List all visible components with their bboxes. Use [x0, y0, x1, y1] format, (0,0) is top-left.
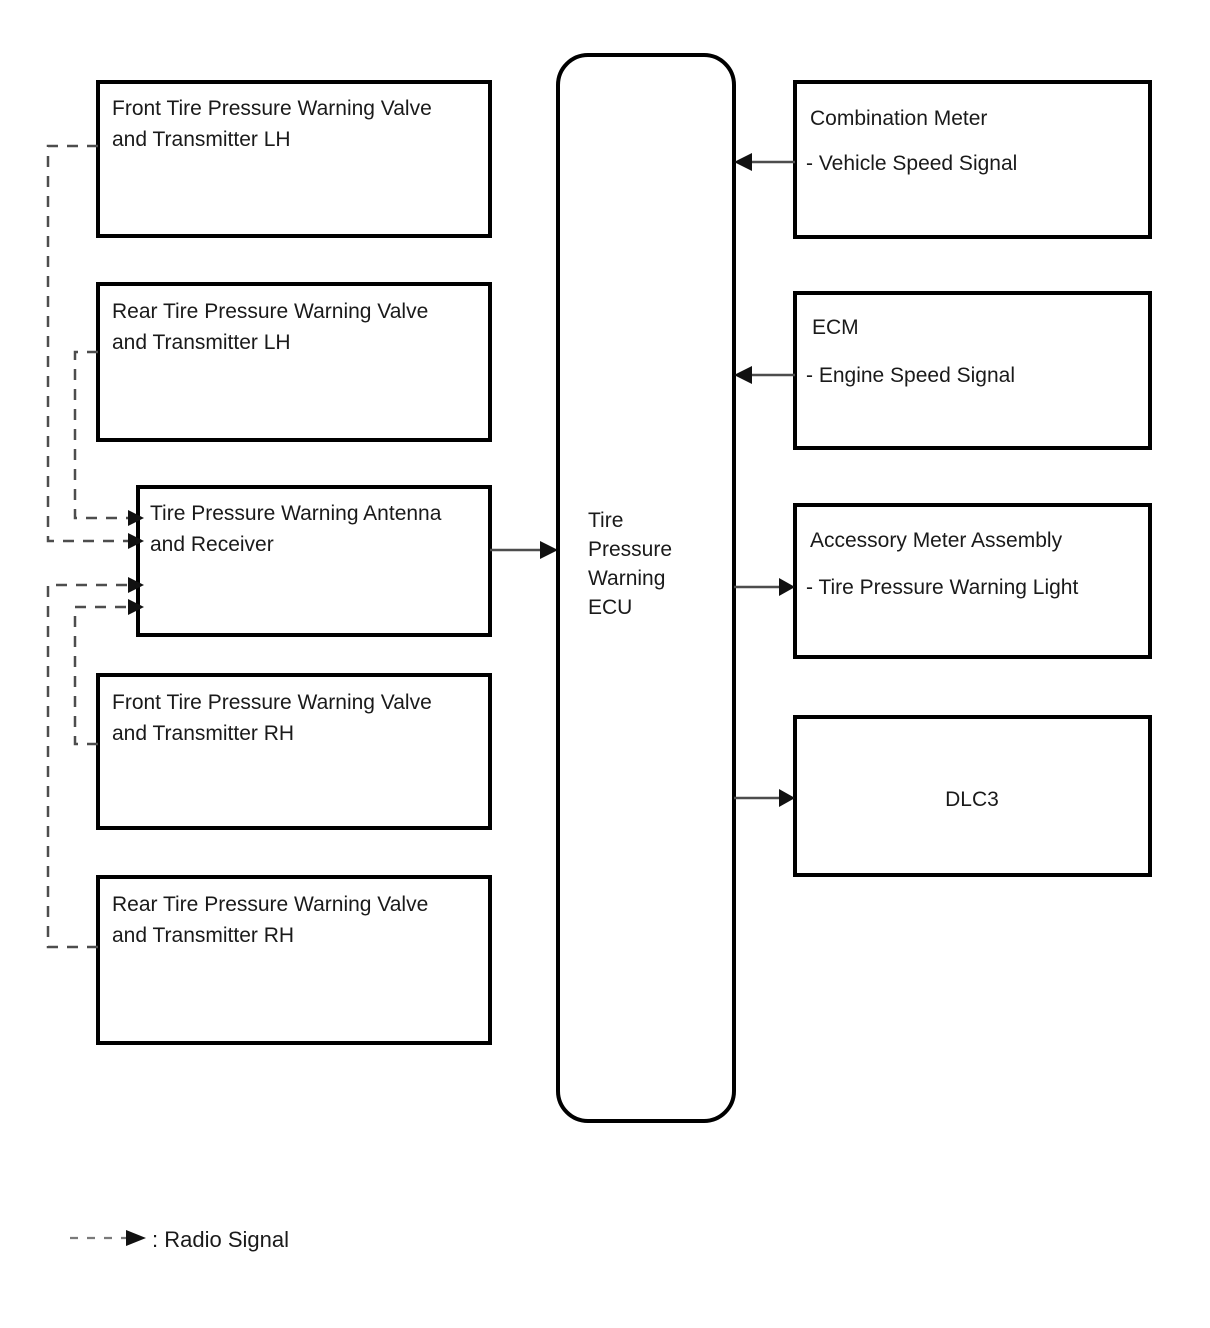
box-label-line1: DLC3	[945, 788, 999, 811]
box-outline	[96, 875, 492, 1045]
box-label-line2: and Transmitter LH	[112, 128, 291, 151]
radio-signal-path-rear-lh	[73, 350, 128, 520]
box-combination-meter[interactable]: Combination Meter - Vehicle Speed Signal	[793, 80, 1152, 239]
ecu-right-connectors	[734, 153, 795, 807]
antenna-to-ecu-connector	[490, 541, 558, 559]
box-label-line2: and Transmitter RH	[112, 924, 294, 947]
box-outline	[96, 80, 492, 238]
arrow-head-ecu-to-accessory-meter	[779, 578, 795, 596]
right-column: Combination Meter - Vehicle Speed Signal…	[793, 80, 1152, 877]
ecu-label-line4: ECU	[588, 596, 632, 619]
ecu-label-line1: Tire	[588, 509, 623, 532]
arrow-head-rear-rh	[128, 577, 144, 593]
box-label-line1: Rear Tire Pressure Warning Valve	[112, 893, 428, 916]
arrow-head-combination-meter-to-ecu	[734, 153, 752, 171]
arrow-head-front-rh	[128, 599, 144, 615]
arrow-head-antenna-to-ecu	[540, 541, 558, 559]
box-dlc3[interactable]: DLC3	[793, 715, 1152, 877]
box-tire-pressure-warning-antenna-and-receiver[interactable]: Tire Pressure Warning Antenna and Receiv…	[136, 485, 492, 637]
left-column: Front Tire Pressure Warning Valve and Tr…	[96, 80, 492, 1045]
box-outline	[96, 282, 492, 442]
legend-label: : Radio Signal	[152, 1227, 289, 1252]
box-label-line1: Rear Tire Pressure Warning Valve	[112, 300, 428, 323]
box-outline	[793, 503, 1152, 659]
box-outline	[793, 715, 1152, 877]
arrow-head-ecm-to-ecu	[734, 366, 752, 384]
box-label-line1: ECM	[812, 316, 859, 339]
legend: : Radio Signal	[70, 1227, 289, 1252]
radio-signal-path-front-rh	[73, 605, 128, 746]
arrow-head-rear-lh	[128, 510, 144, 526]
box-label-line1: Accessory Meter Assembly	[810, 529, 1063, 552]
arrow-head-ecu-to-dlc3	[779, 789, 795, 807]
box-outline	[793, 291, 1152, 450]
box-label-line2: and Receiver	[150, 533, 274, 556]
radio-signal-path-rear-rh	[46, 583, 128, 949]
box-rear-tire-pressure-warning-valve-transmitter-lh[interactable]: Rear Tire Pressure Warning Valve and Tra…	[96, 282, 492, 442]
box-front-tire-pressure-warning-valve-transmitter-lh[interactable]: Front Tire Pressure Warning Valve and Tr…	[96, 80, 492, 238]
box-outline	[96, 673, 492, 830]
legend-arrow-head-icon	[126, 1230, 146, 1246]
box-label-line1: Combination Meter	[810, 107, 987, 130]
box-label-line1: Front Tire Pressure Warning Valve	[112, 691, 432, 714]
box-label-line1: Front Tire Pressure Warning Valve	[112, 97, 432, 120]
box-label-line2: - Tire Pressure Warning Light	[806, 576, 1078, 599]
radio-signal-connectors	[46, 144, 144, 949]
box-label-line1: Tire Pressure Warning Antenna	[150, 502, 442, 525]
box-label-line2: and Transmitter RH	[112, 722, 294, 745]
box-accessory-meter-assembly[interactable]: Accessory Meter Assembly - Tire Pressure…	[793, 503, 1152, 659]
box-label-line2: - Vehicle Speed Signal	[806, 152, 1017, 175]
tire-pressure-warning-ecu[interactable]: Tire Pressure Warning ECU	[556, 53, 736, 1123]
arrow-head-front-lh	[128, 533, 144, 549]
ecu-label-line3: Warning	[588, 567, 665, 590]
box-outline	[793, 80, 1152, 239]
ecu-label-line2: Pressure	[588, 538, 672, 561]
box-label-line2: and Transmitter LH	[112, 331, 291, 354]
box-label-line2: - Engine Speed Signal	[806, 364, 1015, 387]
radio-signal-path-front-lh	[46, 144, 128, 543]
box-rear-tire-pressure-warning-valve-transmitter-rh[interactable]: Rear Tire Pressure Warning Valve and Tra…	[96, 875, 492, 1045]
box-ecm[interactable]: ECM - Engine Speed Signal	[793, 291, 1152, 450]
box-outline	[136, 485, 492, 637]
box-front-tire-pressure-warning-valve-transmitter-rh[interactable]: Front Tire Pressure Warning Valve and Tr…	[96, 673, 492, 830]
